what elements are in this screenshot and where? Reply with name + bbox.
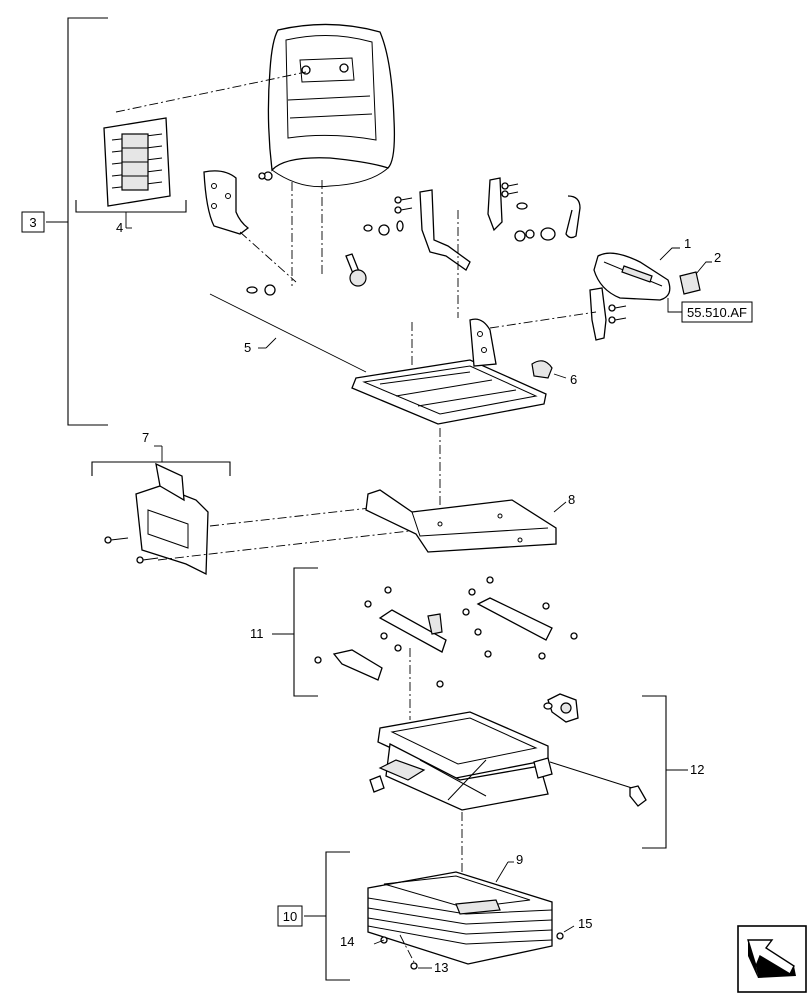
lumbar-support-4: 4 [75,117,187,235]
callout-box-3 [21,211,45,233]
callout-14[interactable]: 14 [340,934,354,949]
upper-hardware [363,177,581,271]
callout-10[interactable]: 10 [283,909,297,924]
mounting-plate-8: 8 [365,489,575,553]
backrest-side-plate [203,170,266,235]
reference-box [681,301,753,323]
seat-pan: 6 [351,318,577,425]
callout-box-10 [277,905,303,927]
suspension-boot-9: 9 14 13 15 [340,852,592,975]
bracket-group-3: 3 [21,17,108,426]
callout-5[interactable]: 5 [244,340,251,355]
callout-1[interactable]: 1 [684,236,691,251]
callout-6[interactable]: 6 [570,372,577,387]
slide-rails [314,576,578,688]
arrow-orientation-icon [737,925,807,993]
callout-12[interactable]: 12 [690,762,704,777]
callout-8[interactable]: 8 [568,492,575,507]
callout-group-5: 5 [209,293,367,373]
bracket-group-12: 12 [642,695,704,849]
callout-9[interactable]: 9 [516,852,523,867]
bracket-group-10: 10 [277,851,350,981]
recline-spring [246,253,367,296]
callout-7[interactable]: 7 [142,430,149,445]
backrest-shell [263,23,396,188]
armrest-switch-2: 2 55.510.AF [667,250,753,323]
callout-13[interactable]: 13 [434,960,448,975]
armrest-1: 1 [589,236,691,341]
callout-2[interactable]: 2 [714,250,721,265]
callout-15[interactable]: 15 [578,916,592,931]
bracket-group-11: 11 [250,567,318,697]
callout-4[interactable]: 4 [116,220,123,235]
callout-11[interactable]: 11 [250,626,264,641]
reference-label[interactable]: 55.510.AF [687,305,747,320]
bracket-group-7: 7 [91,430,231,576]
suspension-12 [369,693,647,811]
callout-3[interactable]: 3 [29,215,36,230]
